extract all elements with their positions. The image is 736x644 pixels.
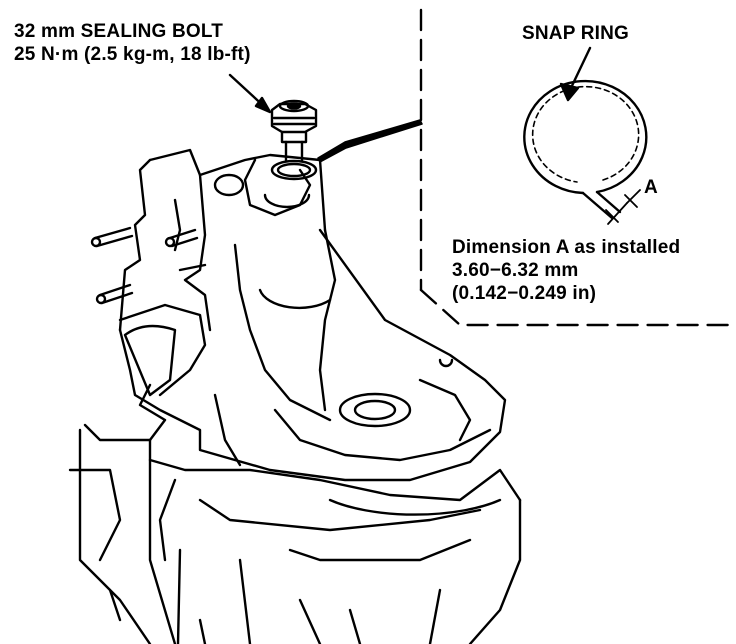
sealing-bolt-size: 32 mm SEALING BOLT [14,21,224,42]
dimension-spec-mm: 3.60−6.32 mm [452,260,579,281]
bolt-leader-arrow [254,96,272,114]
end-cover-housing [118,148,507,482]
detail-box-bottom-border [419,288,736,327]
snap-ring-leader [568,46,592,92]
dimension-spec-in: (0.142−0.249 in) [452,283,597,304]
stud-bolts [90,226,199,305]
snap-ring-arrow [559,82,580,102]
detail-pointer [317,119,423,163]
dimension-spec-title: Dimension A as installed [452,237,681,258]
dimension-spec: Dimension A as installed 3.60−6.32 mm (0… [452,236,680,305]
transmission-case [68,383,522,644]
sealing-bolt-torque: 25 N·m (2.5 kg-m, 18 lb-ft) [14,44,251,65]
snap-ring-icon [523,79,648,220]
dimension-a-letter: A [644,177,658,198]
dimension-a-marker [605,189,641,225]
sealing-bolt-label: 32 mm SEALING BOLT 25 N·m (2.5 kg-m, 18 … [14,20,251,66]
sealing-bolt-icon [270,99,318,181]
snap-ring-label: SNAP RING [522,23,630,44]
